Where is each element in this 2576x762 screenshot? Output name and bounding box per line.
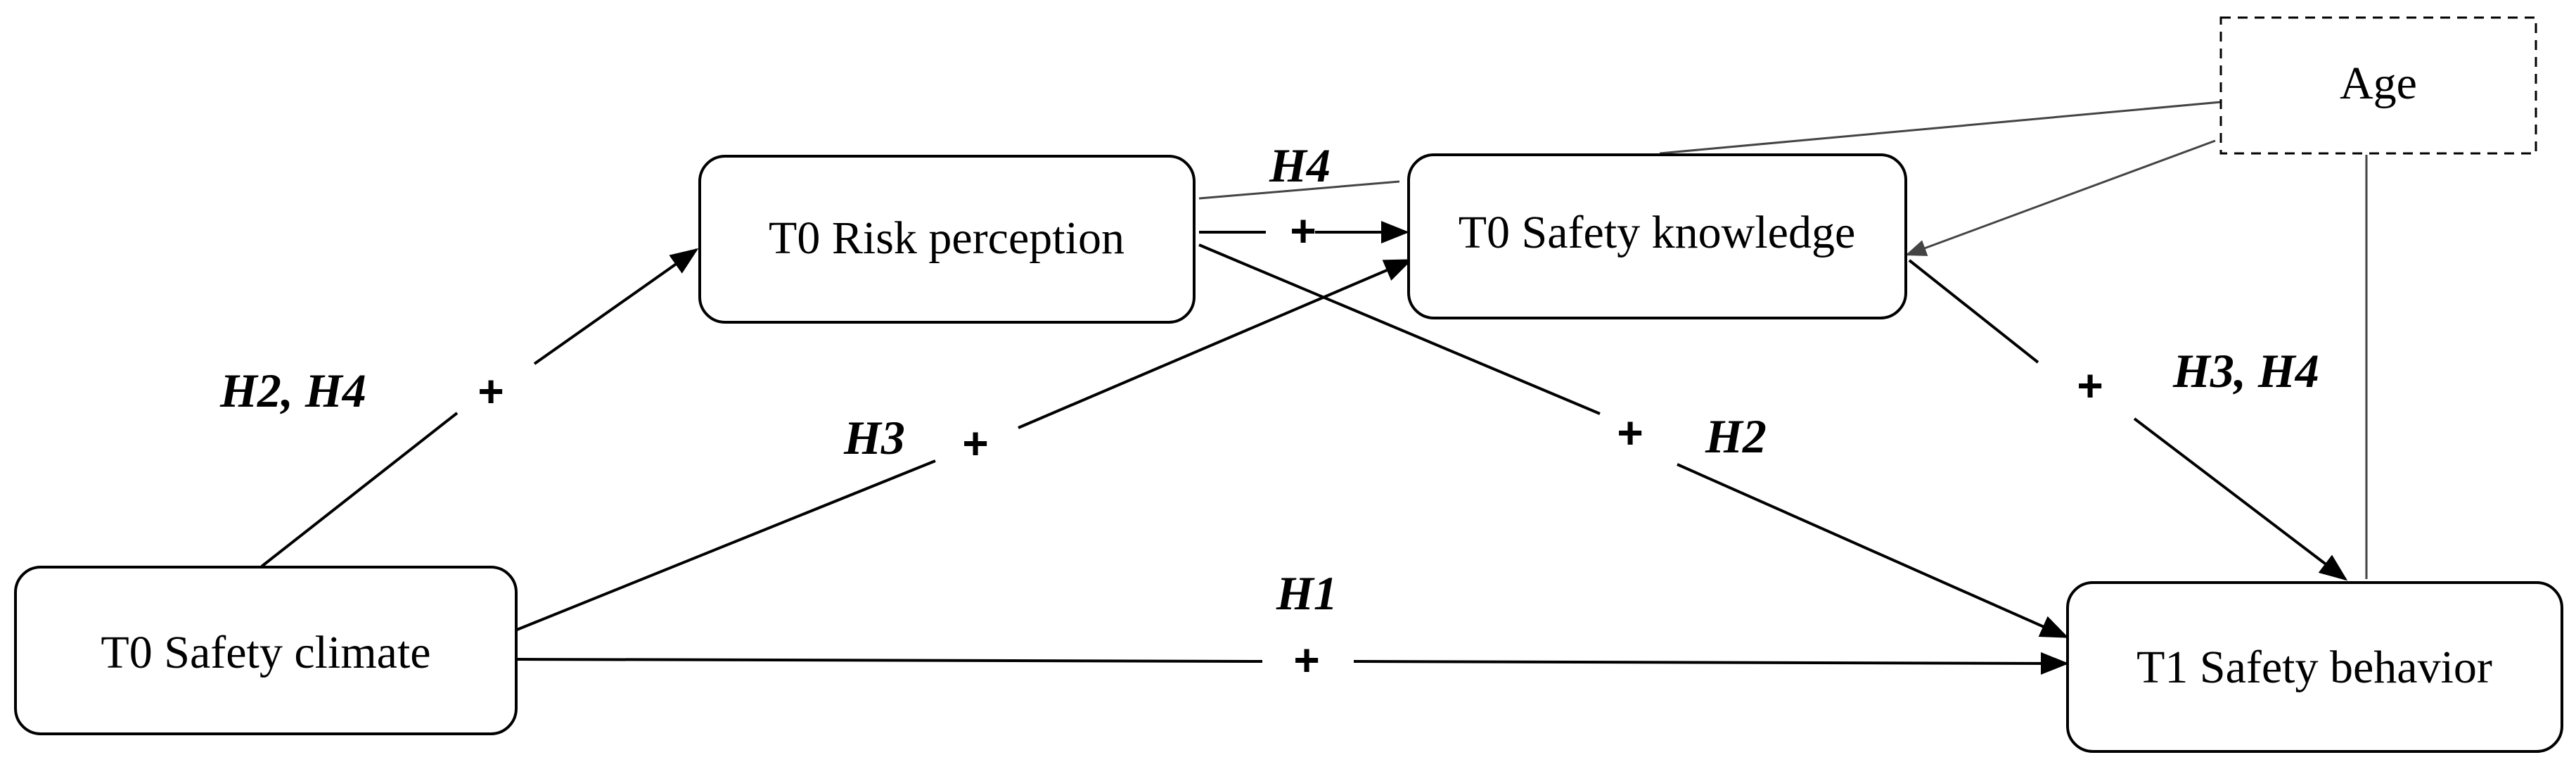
sign-climate-to-behavior: + — [1293, 635, 1319, 685]
hypothesis-label-risk-to-behavior: H2 — [1705, 409, 1767, 463]
edge-age-to-knowledge — [1905, 139, 2216, 256]
node-safety-knowledge-label: T0 Safety knowledge — [1459, 207, 1856, 258]
edge-knowledge-to-behavior-lower — [2133, 417, 2348, 581]
node-safety-behavior: T1 Safety behavior — [2066, 581, 2563, 753]
hypothesis-label-climate-to-behavior: H1 — [1276, 566, 1338, 620]
node-safety-climate-label: T0 Safety climate — [101, 627, 430, 678]
hypothesis-label-climate-to-risk: H2, H4 — [219, 364, 366, 417]
edge-climate-to-behavior-left — [516, 658, 1263, 663]
sign-risk-to-knowledge: + — [1290, 205, 1316, 256]
node-safety-behavior-label: T1 Safety behavior — [2136, 642, 2492, 693]
sign-knowledge-to-behavior: + — [2077, 360, 2103, 411]
node-risk-perception-label: T0 Risk perception — [769, 212, 1124, 264]
hypothesis-label-climate-to-knowledge: H3 — [843, 411, 905, 464]
edge-climate-to-risk-upper — [533, 248, 699, 365]
edge-risk-to-behavior-upper — [1198, 243, 1601, 415]
edge-climate-to-knowledge-lower — [516, 459, 936, 631]
node-age: Age — [2219, 16, 2537, 155]
sign-risk-to-behavior: + — [1617, 407, 1643, 458]
hypothesis-label-risk-to-knowledge: H4 — [1269, 139, 1331, 192]
edge-climate-to-risk-lower — [260, 412, 459, 568]
node-age-label: Age — [2340, 58, 2417, 109]
sign-climate-to-risk: + — [478, 366, 504, 417]
edge-risk-to-behavior-lower — [1677, 463, 2069, 638]
edge-climate-to-behavior-right — [1353, 652, 2069, 675]
edge-age-to-risk — [1659, 101, 2222, 155]
edge-climate-to-knowledge-upper — [1018, 259, 1413, 429]
edge-age-to-risk-left — [1198, 180, 1400, 200]
node-risk-perception: T0 Risk perception — [698, 155, 1196, 324]
node-safety-knowledge: T0 Safety knowledge — [1407, 153, 1907, 319]
node-safety-climate: T0 Safety climate — [14, 566, 518, 735]
sign-climate-to-knowledge: + — [962, 418, 988, 469]
hypothesis-label-knowledge-to-behavior: H3, H4 — [2172, 344, 2319, 398]
edge-knowledge-to-behavior-upper — [1908, 259, 2039, 364]
